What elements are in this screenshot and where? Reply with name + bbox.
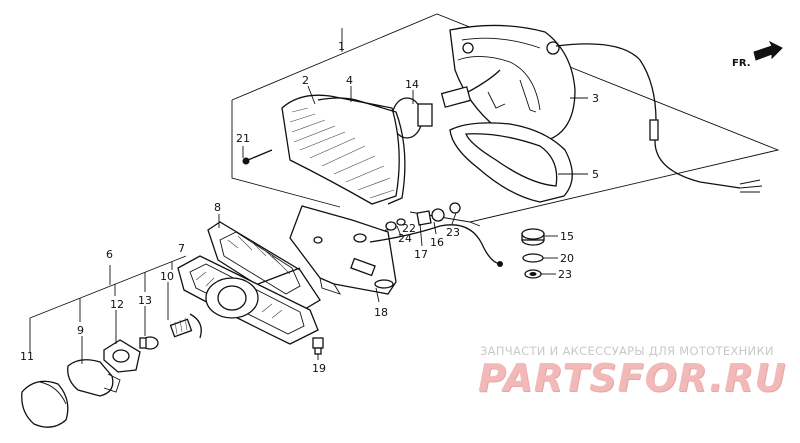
license-bulb-socket (169, 317, 193, 338)
callout-5: 5 (592, 168, 599, 181)
callout-20: 20 (560, 252, 574, 265)
wire-grommet (649, 119, 659, 141)
callout-17: 17 (414, 248, 428, 261)
bracket-screw (312, 337, 324, 355)
hardware-cluster (385, 202, 461, 231)
callout-14: 14 (405, 78, 419, 91)
license-gasket (103, 339, 141, 373)
license-bulb-holder (67, 359, 121, 397)
lens-screw (242, 149, 273, 165)
bulb-and-socket (391, 69, 501, 139)
callout-21: 21 (236, 132, 250, 145)
callout-4: 4 (346, 74, 353, 87)
fr-label: FR. (732, 58, 751, 69)
callout-12: 12 (110, 298, 124, 311)
group-bracket-6 (29, 255, 187, 352)
callout-22: 22 (402, 222, 416, 235)
callouts: 1 2 3 4 5 6 7 8 9 10 11 12 13 14 15 16 1… (20, 40, 599, 375)
taillight-housing (449, 24, 576, 141)
callout-8: 8 (214, 201, 221, 214)
leader-lines (81, 85, 588, 364)
lens-gasket (317, 97, 406, 205)
callout-10: 10 (160, 270, 174, 283)
wire-terminals (739, 179, 763, 193)
bracket-wire (369, 224, 501, 265)
watermark-logo: PARTSFOR.RU (478, 356, 787, 400)
license-light-wire (189, 313, 202, 339)
watermark-subtitle: ЗАПЧАСТИ И АКСЕССУАРЫ ДЛЯ МОТОТЕХНИКИ (480, 344, 774, 358)
callout-7: 7 (178, 242, 185, 255)
callout-11: 11 (20, 350, 34, 363)
callout-13: 13 (138, 294, 152, 307)
taillight-lens (281, 94, 400, 205)
callout-3: 3 (592, 92, 599, 105)
callout-6: 6 (106, 248, 113, 261)
callout-15: 15 (560, 230, 574, 243)
license-light-case (177, 255, 319, 345)
license-bulb (139, 336, 159, 350)
front-direction-arrow: FR. (732, 40, 783, 69)
callout-2: 2 (302, 74, 309, 87)
callout-18: 18 (374, 306, 388, 319)
license-light-cover (21, 380, 69, 428)
callout-9: 9 (77, 324, 84, 337)
callout-23b: 23 (558, 268, 572, 281)
callout-16: 16 (430, 236, 444, 249)
callout-1: 1 (338, 40, 345, 53)
housing-gasket (449, 122, 573, 203)
callout-23a: 23 (446, 226, 460, 239)
license-light-lens (207, 221, 321, 313)
callout-19: 19 (312, 362, 326, 375)
callout-24: 24 (398, 232, 412, 245)
housing-wire (555, 43, 741, 189)
license-bracket (289, 205, 397, 295)
damper-stack (521, 228, 545, 279)
